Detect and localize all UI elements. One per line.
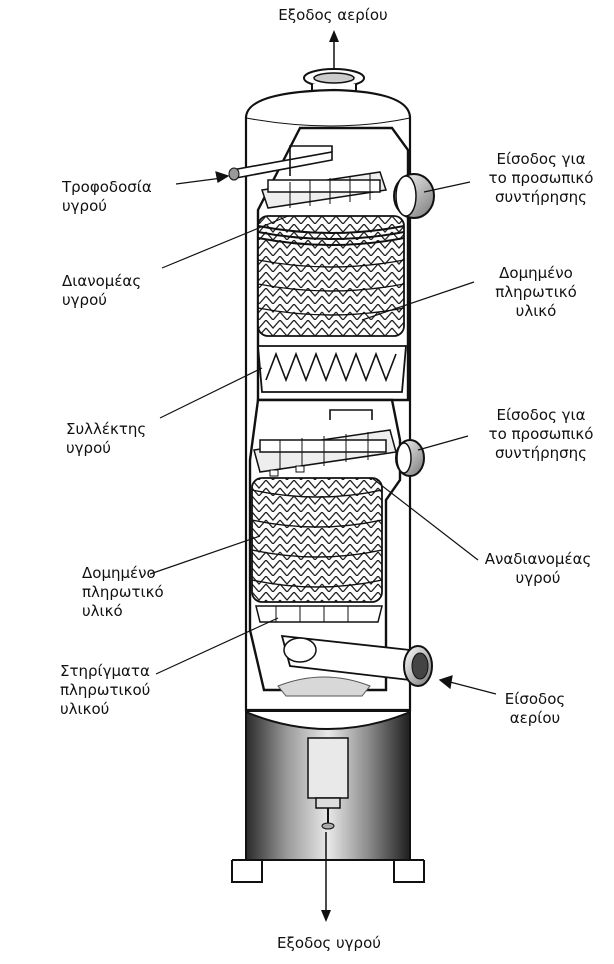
upper-packing — [257, 215, 405, 337]
liquid-collector-vanes — [257, 345, 407, 393]
label-liquid-collector: Συλλέκτης υγρού — [66, 420, 147, 457]
label-packing-supports: Στηρίγματα πληρωτικού υλικού — [60, 662, 151, 718]
redistributor — [253, 409, 397, 477]
gas-inlet-pipe — [280, 634, 433, 687]
packing-supports-grid — [255, 605, 383, 623]
label-structured-packing-upper: Δομημένο πληρωτικό υλικό — [495, 264, 577, 320]
label-gas-outlet: Εξοδος αερίου — [278, 6, 388, 24]
column-skirt — [231, 711, 425, 883]
label-gas-inlet: Είσοδος αερίου — [504, 690, 566, 727]
liquid-outlet-arrow — [321, 832, 331, 922]
label-liquid-feed: Τροφοδοσία υγρού — [62, 178, 152, 215]
lower-manway — [395, 439, 425, 477]
label-manway-lower: Είσοδος για το προσωπικό συντήρησης — [488, 406, 594, 462]
gas-outlet-arrow — [329, 30, 339, 70]
leader-lines — [149, 171, 497, 695]
label-liquid-distributor: Διανομέας υγρού — [62, 272, 142, 309]
upper-manway — [393, 173, 435, 219]
label-manway-upper: Είσοδος για το προσωπικό συντήρησης — [488, 150, 594, 206]
lower-packing — [251, 477, 383, 603]
label-liquid-redistributor: Αναδιανομέας υγρού — [484, 550, 592, 587]
upper-distributor — [261, 171, 387, 209]
column-sump — [277, 676, 371, 697]
feed-pipe — [228, 145, 333, 181]
label-structured-packing-lower: Δομημένο πληρωτικό υλικό — [82, 564, 164, 620]
label-liquid-outlet: Εξοδος υγρού — [277, 934, 381, 952]
